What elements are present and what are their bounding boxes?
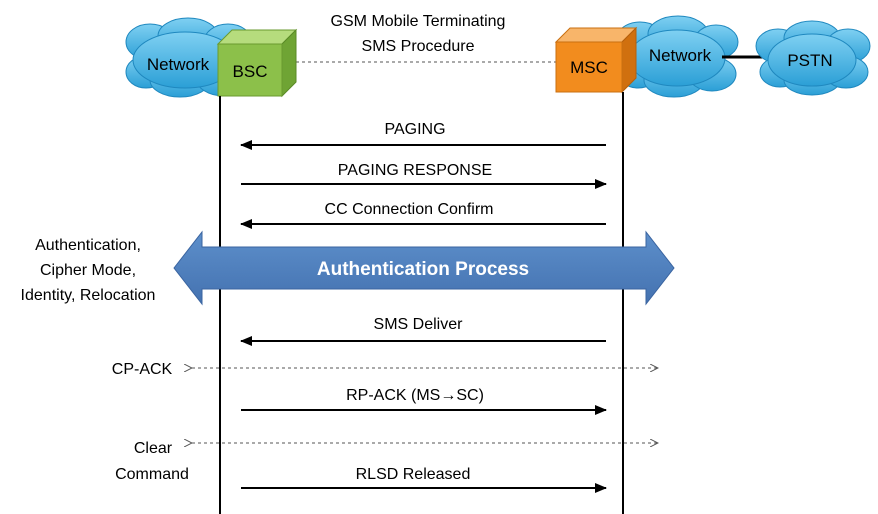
clear-command-label-line2: Command: [115, 466, 189, 483]
bsc-node: BSC: [216, 28, 298, 98]
auth-side-label-3: Identity, Relocation: [21, 287, 156, 304]
authentication-process-label: Authentication Process: [317, 259, 529, 280]
msc-label: MSC: [570, 58, 608, 77]
clear-command-label-line1: Clear: [134, 440, 173, 457]
message-label: RLSD Released: [356, 466, 471, 483]
authentication-process-band: Authentication Process: [173, 230, 675, 306]
message-label: RP-ACK (MS→SC): [346, 387, 484, 404]
cp-ack-label: CP-ACK: [112, 361, 173, 378]
diagram-title-line2: SMS Procedure: [362, 38, 475, 55]
pstn-cloud: PSTN: [755, 20, 871, 96]
auth-side-label-1: Authentication,: [35, 237, 141, 254]
message-label: CC Connection Confirm: [325, 201, 494, 218]
message-rp-ack: RP-ACK (MS→SC): [241, 387, 607, 415]
message-sms-deliver: SMS Deliver: [240, 316, 606, 346]
message-cc-connection-confirm: CC Connection Confirm: [240, 201, 606, 229]
pstn-label: PSTN: [787, 51, 832, 70]
auth-side-label-2: Cipher Mode,: [40, 262, 136, 279]
bsc-label: BSC: [233, 62, 268, 81]
message-label: SMS Deliver: [374, 316, 464, 333]
clear-command-exchange: Clear Command: [115, 440, 658, 483]
message-paging-response: PAGING RESPONSE: [241, 162, 607, 189]
message-paging: PAGING: [240, 121, 606, 150]
cp-ack-exchange: CP-ACK: [112, 361, 658, 378]
message-label: PAGING: [384, 121, 445, 138]
msc-node: MSC: [554, 26, 638, 94]
network-left-cloud: Network: [125, 17, 253, 98]
network-right-label: Network: [649, 46, 712, 65]
message-rlsd-released: RLSD Released: [241, 466, 607, 493]
message-label: PAGING RESPONSE: [338, 162, 492, 179]
network-left-label: Network: [147, 55, 210, 74]
diagram-title-line1: GSM Mobile Terminating: [331, 13, 506, 30]
